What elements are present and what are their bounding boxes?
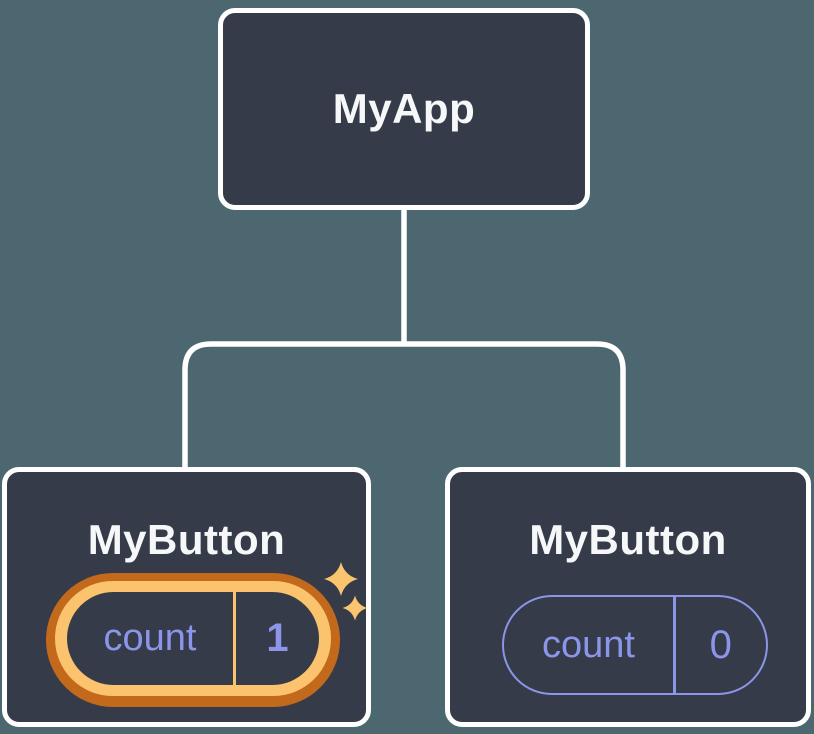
node-mybutton-right-label: MyButton	[529, 516, 727, 563]
state-value: 1	[266, 616, 289, 660]
sparkle-icon	[342, 595, 368, 621]
node-mybutton-left: MyButton count 1	[2, 467, 371, 727]
node-myapp: MyApp	[218, 8, 590, 210]
state-pill: count 0	[502, 595, 768, 695]
state-pill-highlight-ring-outer: count 1	[46, 573, 340, 707]
connector-branch	[182, 341, 626, 469]
node-myapp-label: MyApp	[332, 85, 476, 132]
pill-divider	[673, 597, 676, 693]
state-name-label: count	[542, 623, 635, 666]
state-pill-highlighted: count 1	[67, 592, 319, 685]
pill-divider	[233, 592, 236, 685]
state-pill-highlight-ring-inner: count 1	[55, 581, 331, 696]
sparkle-icon	[324, 562, 358, 596]
sparkles-icon	[324, 562, 368, 621]
node-mybutton-right: MyButton count 0	[445, 467, 811, 727]
state-value: 0	[709, 622, 732, 667]
node-mybutton-left-label: MyButton	[87, 516, 286, 563]
state-name-label: count	[103, 617, 197, 659]
